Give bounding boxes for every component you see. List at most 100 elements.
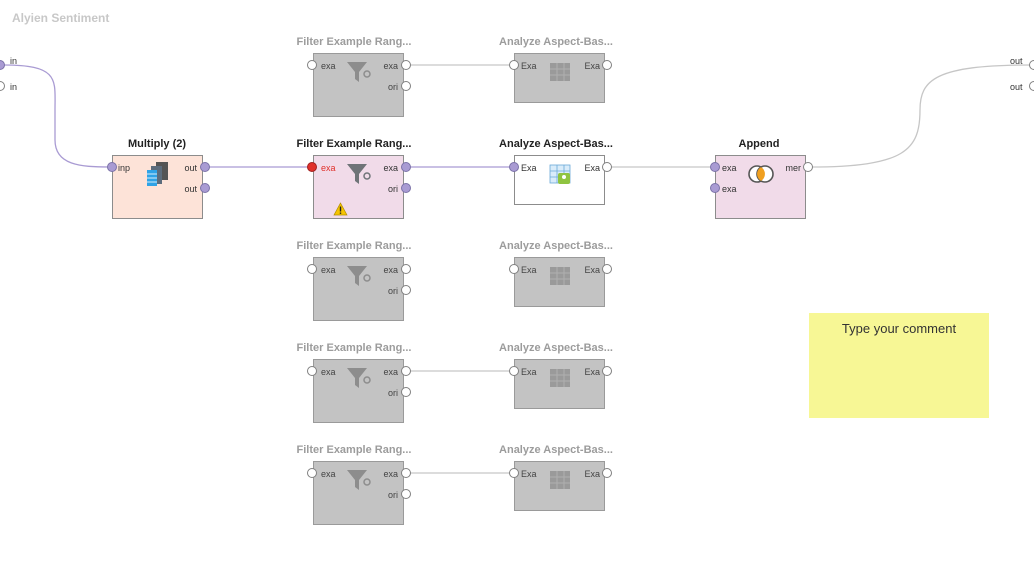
filter-1-in-port[interactable]	[307, 60, 317, 70]
analyzer-3-in-port[interactable]	[509, 264, 519, 274]
analyzer-5-out-port[interactable]	[602, 468, 612, 478]
filter-2-in-port[interactable]	[307, 162, 317, 172]
process-output-port-1[interactable]	[1029, 60, 1034, 70]
filter-3-out-label-1: exa	[383, 265, 398, 275]
filter-4-in-port[interactable]	[307, 366, 317, 376]
process-output-label-2: out	[1010, 82, 1023, 92]
warning-icon[interactable]	[333, 202, 348, 216]
filter-3-in-label: exa	[321, 265, 336, 275]
append-in-port-2[interactable]	[710, 183, 720, 193]
filter-1-out-port-2[interactable]	[401, 81, 411, 91]
multiply-icon	[147, 162, 168, 186]
analyzer-operator-1[interactable]: Exa Exa	[514, 53, 605, 103]
process-input-label-1: in	[10, 56, 18, 66]
filter-operator-1[interactable]: exa exa ori	[313, 53, 404, 117]
filter-4-out-label-2: ori	[387, 388, 398, 398]
filter-1-out-port-1[interactable]	[401, 60, 411, 70]
analyzer-3-out-port[interactable]	[602, 264, 612, 274]
filter-5-out-port-1[interactable]	[401, 468, 411, 478]
filter-5-in-port[interactable]	[307, 468, 317, 478]
append-operator[interactable]: exa exa mer	[715, 155, 806, 219]
filter-4-in-label: exa	[321, 367, 336, 377]
analyzer-title-3: Analyze Aspect-Bas...	[499, 240, 613, 252]
filter-3-out-label-2: ori	[387, 286, 398, 296]
multiply-in-port[interactable]	[107, 162, 117, 172]
filter-2-out-port-1[interactable]	[401, 162, 411, 172]
filter-operator-4[interactable]: exa exa ori	[313, 359, 404, 423]
analyzer-5-in-label: Exa	[521, 469, 537, 479]
analyzer-5-out-label: Exa	[584, 469, 600, 479]
filter-3-out-port-2[interactable]	[401, 285, 411, 295]
analyzer-2-in-label: Exa	[521, 163, 537, 173]
analyzer-4-out-port[interactable]	[602, 366, 612, 376]
filter-operator-2[interactable]: exa exa ori	[313, 155, 404, 219]
process-output-label-1: out	[1010, 56, 1023, 66]
filter-2-out-port-2[interactable]	[401, 183, 411, 193]
analyzer-title-5: Analyze Aspect-Bas...	[499, 444, 613, 456]
analyzer-operator-2[interactable]: Exa Exa	[514, 155, 605, 205]
analyzer-1-out-port[interactable]	[602, 60, 612, 70]
filter-3-out-port-1[interactable]	[401, 264, 411, 274]
analyzer-operator-5[interactable]: Exa Exa	[514, 461, 605, 511]
filter-2-out-label-2: ori	[387, 184, 398, 194]
filter-1-in-label: exa	[321, 61, 336, 71]
analyzer-2-out-port[interactable]	[602, 162, 612, 172]
funnel-icon	[347, 164, 371, 184]
multiply-out-label-1: out	[184, 163, 197, 173]
filter-1-out-label-2: ori	[387, 82, 398, 92]
filter-3-in-port[interactable]	[307, 264, 317, 274]
table-icon	[549, 164, 571, 184]
filter-title-3: Filter Example Rang...	[296, 240, 412, 252]
analyzer-3-in-label: Exa	[521, 265, 537, 275]
analyzer-1-in-port[interactable]	[509, 60, 519, 70]
filter-4-out-port-2[interactable]	[401, 387, 411, 397]
funnel-icon	[347, 470, 371, 490]
analyzer-title-4: Analyze Aspect-Bas...	[499, 342, 613, 354]
multiply-out-port-2[interactable]	[200, 183, 210, 193]
filter-title-1: Filter Example Rang...	[296, 36, 412, 48]
multiply-in-label: inp	[118, 163, 131, 173]
analyzer-4-out-label: Exa	[584, 367, 600, 377]
filter-5-in-label: exa	[321, 469, 336, 479]
filter-title-4: Filter Example Rang...	[296, 342, 412, 354]
append-in-port-1[interactable]	[710, 162, 720, 172]
process-input-label-2: in	[10, 82, 18, 92]
analyzer-1-in-label: Exa	[521, 61, 537, 71]
append-title: Append	[738, 138, 780, 150]
filter-5-out-label-2: ori	[387, 490, 398, 500]
canvas-title: Alyien Sentiment	[12, 11, 110, 25]
funnel-icon	[347, 62, 371, 82]
table-icon	[550, 369, 570, 387]
analyzer-3-out-label: Exa	[584, 265, 600, 275]
analyzer-1-out-label: Exa	[584, 61, 600, 71]
filter-5-out-port-2[interactable]	[401, 489, 411, 499]
analyzer-title-2: Analyze Aspect-Bas...	[499, 138, 613, 150]
multiply-title: Multiply (2)	[127, 138, 187, 150]
table-icon	[550, 267, 570, 285]
analyzer-4-in-label: Exa	[521, 367, 537, 377]
filter-operator-3[interactable]: exa exa ori	[313, 257, 404, 321]
multiply-out-port-1[interactable]	[200, 162, 210, 172]
wire-append-to-output	[809, 64, 1031, 168]
table-icon	[550, 63, 570, 81]
funnel-icon	[347, 368, 371, 388]
append-in-label-1: exa	[722, 163, 737, 173]
append-out-port[interactable]	[803, 162, 813, 172]
append-out-label: mer	[785, 163, 802, 173]
filter-operator-5[interactable]: exa exa ori	[313, 461, 404, 525]
analyzer-2-in-port[interactable]	[509, 162, 519, 172]
append-in-label-2: exa	[722, 184, 737, 194]
analyzer-operator-3[interactable]: Exa Exa	[514, 257, 605, 307]
comment-note[interactable]: Type your comment	[809, 313, 989, 418]
filter-4-out-port-1[interactable]	[401, 366, 411, 376]
analyzer-4-in-port[interactable]	[509, 366, 519, 376]
process-output-port-2[interactable]	[1029, 81, 1034, 91]
funnel-icon	[347, 266, 371, 286]
analyzer-operator-4[interactable]: Exa Exa	[514, 359, 605, 409]
filter-title-5: Filter Example Rang...	[296, 444, 412, 456]
multiply-operator[interactable]: inp out out	[112, 155, 203, 219]
filter-title-2: Filter Example Rang...	[296, 138, 412, 150]
analyzer-5-in-port[interactable]	[509, 468, 519, 478]
table-icon	[550, 471, 570, 489]
